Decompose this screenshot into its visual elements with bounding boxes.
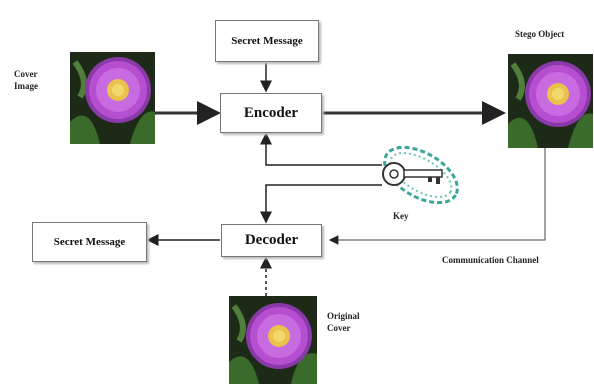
secret-message-output-box: Secret Message bbox=[32, 222, 147, 262]
cover-image-photo bbox=[70, 52, 155, 144]
stego-object-label: Stego Object bbox=[515, 29, 565, 39]
key-icon bbox=[382, 145, 459, 205]
key-label: Key bbox=[393, 211, 409, 221]
stego-object-photo bbox=[508, 54, 593, 148]
secret-message-input-box: Secret Message bbox=[215, 20, 319, 62]
arrow-key-to-encoder bbox=[260, 132, 382, 166]
communication-channel-line bbox=[328, 148, 546, 245]
decoder-box: Decoder bbox=[221, 224, 322, 257]
original-cover-photo bbox=[229, 296, 317, 384]
original-cover-label: Original Cover bbox=[327, 311, 360, 333]
communication-channel-label: Communication Channel bbox=[442, 255, 539, 265]
arrow-key-to-decoder bbox=[260, 184, 382, 224]
cover-image-label: Cover Image bbox=[14, 69, 38, 91]
encoder-box: Encoder bbox=[220, 93, 322, 133]
